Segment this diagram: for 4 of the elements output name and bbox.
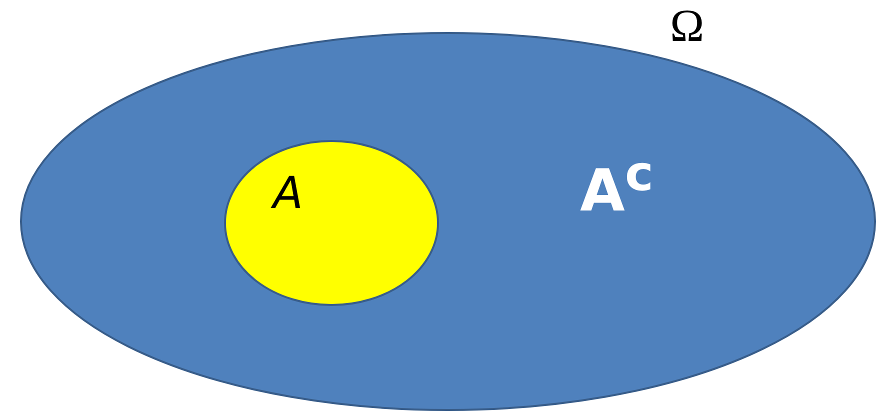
event-ellipse (224, 140, 439, 306)
set-label: A (273, 172, 304, 216)
set-label: A$^{c}$ (580, 150, 654, 220)
set-label: Ω (670, 3, 704, 49)
